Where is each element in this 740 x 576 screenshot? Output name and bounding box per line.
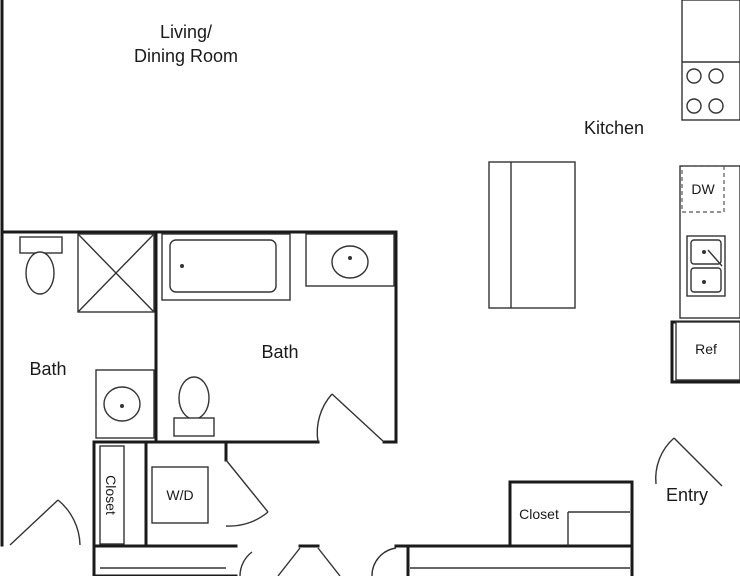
washer-dryer-label: W/D [166,487,193,503]
closet-left-label: Closet [103,475,119,515]
dishwasher-box [681,165,725,213]
refrigerator-box [675,321,740,381]
door-swing [655,437,675,485]
door-leaf [331,393,385,443]
door-leaf [277,547,301,576]
door-leaf [317,547,341,576]
sink-icon [95,369,155,439]
shower-icon [77,233,155,313]
door-swing [57,499,81,546]
stove-icon [686,68,724,114]
bath-left-label: Bath [29,359,66,379]
center-bath-fixtures [161,233,395,437]
sink-icon [305,233,395,287]
closet-right-label: Closet [519,506,559,522]
kitchen-island [488,161,576,309]
living-room-label-line2: Dining Room [134,46,238,66]
door-leaf [9,499,59,546]
door-leaf [225,459,269,513]
living-room-label-line1: Living/ [160,22,212,42]
door-leaf [673,437,723,487]
dishwasher-label: DW [691,181,715,197]
toilet-icon [19,236,63,295]
door-swing [316,393,333,443]
door-swing [225,511,269,527]
laundry-and-closets: Closet W/D Closet [99,445,630,569]
refrigerator-label: Ref [695,341,717,357]
kitchen-fixtures: DW Ref [488,0,740,381]
kitchen-sink-icon [686,235,726,297]
toilet-icon [173,376,215,437]
closet-left-box [99,445,125,545]
bathtub-icon [161,233,291,301]
entry-label: Entry [666,485,708,505]
doors [9,393,723,576]
bath-center-label: Bath [261,342,298,362]
left-bath-fixtures [19,233,155,439]
kitchen-label: Kitchen [584,118,644,138]
door-swing [239,551,253,576]
washer-dryer-box [151,466,209,524]
room-labels: Living/ Dining Room Kitchen Bath Bath En… [29,22,708,505]
door-swing [371,547,397,576]
